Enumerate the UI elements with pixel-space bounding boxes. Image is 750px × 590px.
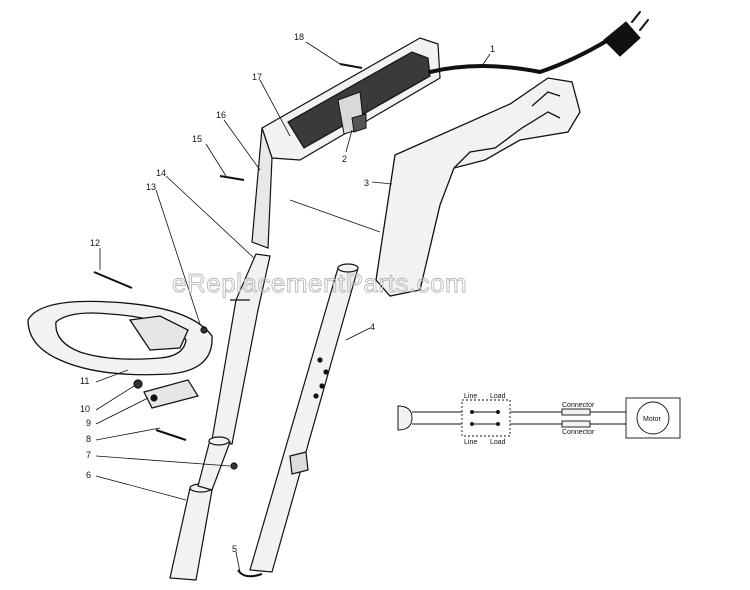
callout-8: 8 [86, 434, 91, 444]
label-connector-bottom: Connector [562, 429, 595, 436]
callout-10: 10 [80, 404, 90, 414]
label-line-top: Line [464, 393, 477, 400]
label-motor: Motor [643, 416, 662, 423]
callout-4: 4 [370, 322, 375, 332]
handle-grip [375, 77, 581, 297]
callout-numbers: 1 2 3 4 5 6 7 8 9 10 11 12 13 14 15 16 1… [80, 32, 495, 554]
clamp-bracket [143, 379, 199, 409]
callout-17: 17 [252, 72, 262, 82]
callout-14: 14 [156, 168, 166, 178]
loop-handle [27, 300, 213, 376]
callout-9: 9 [86, 418, 91, 428]
callout-6: 6 [86, 470, 91, 480]
callout-16: 16 [216, 110, 226, 120]
callout-11: 11 [80, 376, 89, 386]
callout-13: 13 [146, 182, 156, 192]
callout-18: 18 [294, 32, 304, 42]
callout-3: 3 [364, 178, 369, 188]
extension-tube [249, 263, 359, 573]
wiring-diagram [397, 397, 681, 439]
watermark-text: eReplacementParts.com [172, 268, 467, 298]
fasteners [93, 63, 363, 470]
callout-7: 7 [86, 450, 91, 460]
label-line-bottom: Line [464, 439, 477, 446]
switch-component [337, 91, 367, 135]
leader-lines [95, 41, 491, 573]
wiring-labels: Line Load Line Load Connector Connector … [464, 393, 662, 446]
callout-2: 2 [342, 154, 347, 164]
label-connector-top: Connector [562, 402, 595, 409]
cord-tail [237, 569, 263, 578]
lower-tube [169, 436, 231, 581]
callout-1: 1 [490, 44, 495, 54]
power-cord [428, 11, 649, 75]
callout-5: 5 [232, 544, 237, 554]
upper-handle-tube [211, 253, 271, 445]
label-load-bottom: Load [490, 439, 506, 446]
callout-15: 15 [192, 134, 202, 144]
callout-12: 12 [90, 238, 100, 248]
label-load-top: Load [490, 393, 506, 400]
